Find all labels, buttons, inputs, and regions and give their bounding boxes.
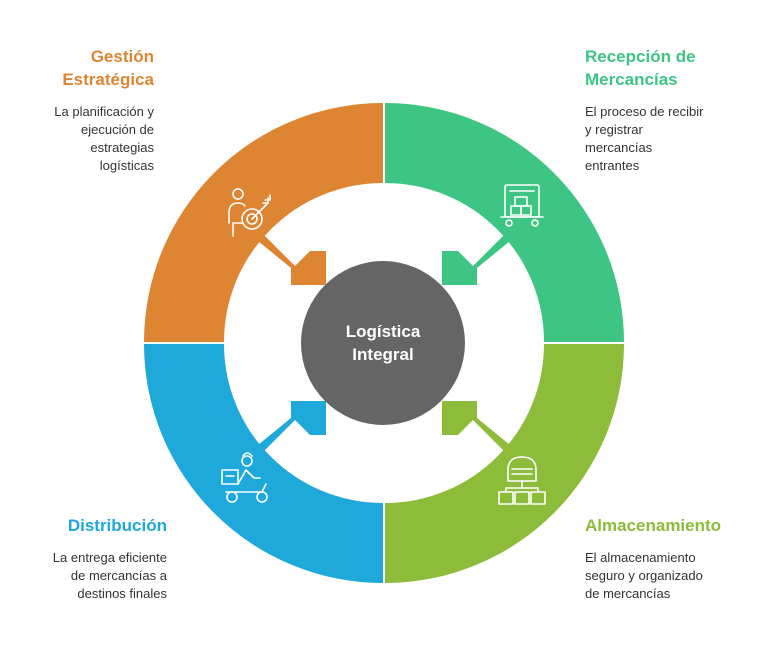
arrow-distribucion xyxy=(242,401,326,451)
section-gestion: Gestión Estratégica La planificación y e… xyxy=(0,45,154,175)
recepcion-desc-line: El proceso de recibir xyxy=(585,104,704,119)
almacenamiento-desc-line: El almacenamiento xyxy=(585,550,696,565)
almacenamiento-title: Almacenamiento xyxy=(585,516,722,535)
distribucion-desc-line: de mercancías a xyxy=(70,568,167,583)
recepcion-desc-line: mercancías xyxy=(585,140,653,155)
distribucion-title: Distribución xyxy=(67,516,167,535)
section-almacenamiento: Almacenamiento El almacenamiento seguro … xyxy=(585,514,770,603)
center-circle xyxy=(301,261,465,425)
gestion-description: La planificación y ejecución de estrateg… xyxy=(0,103,154,175)
segment-recepcion xyxy=(385,103,624,342)
distribucion-description: La entrega eficiente de mercancías a des… xyxy=(0,549,167,603)
gestion-desc-line: estrategias xyxy=(90,140,154,155)
gestion-desc-line: La planificación y xyxy=(54,104,154,119)
distribucion-desc-line: destinos finales xyxy=(77,586,167,601)
segment-almacenamiento xyxy=(385,344,624,583)
warehouse-icon xyxy=(498,456,546,505)
almacenamiento-desc-line: de mercancías xyxy=(585,586,671,601)
recepcion-title-line1: Recepción de xyxy=(585,47,696,66)
section-distribucion: Distribución La entrega eficiente de mer… xyxy=(0,514,167,603)
strategy-target-icon xyxy=(228,188,271,237)
gestion-desc-line: ejecución de xyxy=(81,122,154,137)
recepcion-desc-line: entrantes xyxy=(585,158,640,173)
arrow-gestion xyxy=(242,235,326,285)
segment-distribucion xyxy=(144,344,383,583)
arrow-recepcion xyxy=(442,235,526,285)
section-recepcion: Recepción de Mercancías El proceso de re… xyxy=(585,45,765,175)
almacenamiento-description: El almacenamiento seguro y organizado de… xyxy=(585,549,770,603)
recepcion-title-line2: Mercancías xyxy=(585,70,678,89)
gestion-title: Gestión Estratégica xyxy=(0,45,154,91)
center-label: Logística Integral xyxy=(301,320,465,366)
recepcion-desc-line: y registrar xyxy=(585,122,643,137)
delivery-scooter-icon xyxy=(221,452,268,503)
gestion-title-line2: Estratégica xyxy=(62,70,154,89)
goods-cart-icon xyxy=(500,184,544,227)
segment-gestion xyxy=(144,103,383,342)
arrow-almacenamiento xyxy=(442,401,526,451)
recepcion-title: Recepción de Mercancías xyxy=(585,45,765,91)
gestion-title-line1: Gestión xyxy=(90,47,154,66)
center-label-line1: Logística xyxy=(345,322,421,341)
recepcion-description: El proceso de recibir y registrar mercan… xyxy=(585,103,765,175)
center-label-line2: Integral xyxy=(352,345,414,364)
gestion-desc-line: logísticas xyxy=(99,158,154,173)
distribucion-desc-line: La entrega eficiente xyxy=(52,550,167,565)
almacenamiento-desc-line: seguro y organizado xyxy=(585,568,703,583)
